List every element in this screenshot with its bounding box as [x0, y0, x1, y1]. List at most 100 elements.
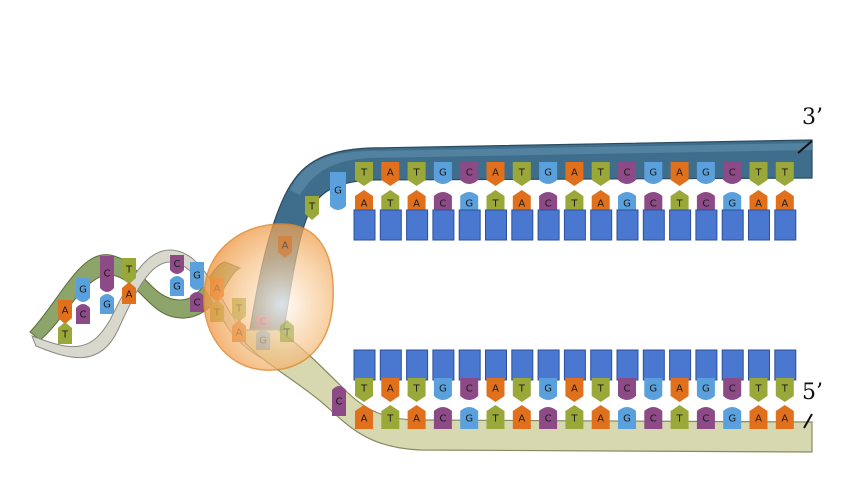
bottom-template-base-2-letter: A — [413, 414, 420, 425]
bottom-new-base-10-shape — [618, 378, 636, 400]
top-paired-base-16-shape — [775, 190, 794, 214]
top-paired-base-6: A — [512, 190, 531, 214]
bottom-template-base-4-letter: G — [465, 414, 473, 425]
top-template-base-0-shape — [355, 162, 373, 186]
bottom-template-base-7: C — [539, 407, 558, 429]
bottom-template-base-6-letter: A — [518, 414, 525, 425]
top-template-base-12-shape — [670, 162, 689, 186]
bottom-template-base-5: T — [486, 405, 505, 429]
bottom-new-base-6: T — [512, 378, 531, 402]
bottom-template-base-15-letter: A — [755, 414, 762, 425]
helix-top-base-3: T — [122, 258, 136, 284]
top-template-base-7: G — [539, 162, 558, 184]
top-template-base-13-letter: G — [702, 168, 710, 179]
bottom-new-base-7-letter: G — [544, 384, 552, 395]
top-new-strand-block-2 — [406, 209, 429, 241]
bottom-new-base-5-shape — [486, 378, 505, 402]
top-paired-base-8: T — [565, 190, 584, 214]
top-paired-base-1: T — [381, 190, 400, 214]
bottom-template-base-3-shape — [433, 407, 452, 429]
top-backbone-highlight — [290, 143, 812, 195]
top-template-base-9-shape — [591, 162, 610, 186]
top-paired-base-4-letter: G — [465, 199, 473, 210]
helix-top-base-5: G — [190, 262, 204, 290]
top-paired-base-8-shape — [565, 190, 584, 214]
top-paired-base-5-shape — [486, 190, 505, 214]
top-template-base-0: T — [355, 162, 373, 186]
top-template-base-11-shape — [644, 162, 663, 184]
top-paired-base-2: A — [407, 190, 426, 214]
enzyme-base-1: T — [280, 320, 294, 342]
top-paired-base-16-letter: A — [781, 199, 788, 210]
top-new-strand-block-1 — [379, 209, 402, 241]
top-template-base-7-shape — [539, 162, 558, 184]
bottom-new-base-9: T — [591, 378, 610, 402]
bottom-new-base-5: A — [486, 378, 505, 402]
bottom-new-base-13-letter: G — [702, 384, 710, 395]
fork-top-base-0-shape — [330, 172, 346, 210]
top-paired-base-5-letter: T — [491, 199, 499, 210]
bottom-new-strand-block-14 — [721, 349, 744, 381]
bottom-template-base-14: G — [723, 407, 742, 429]
bottom-template-base-10-shape — [618, 407, 636, 429]
top-template-base-7-letter: G — [544, 168, 552, 179]
top-template-base-15: T — [749, 162, 768, 186]
top-template-base-1-shape — [381, 162, 400, 186]
bottom-new-strand-block-9 — [590, 349, 613, 381]
top-paired-base-2-letter: A — [413, 199, 420, 210]
top-paired-base-3: C — [433, 192, 452, 214]
bottom-template-base-5-letter: T — [491, 414, 499, 425]
bottom-template-base-2: A — [407, 405, 426, 429]
top-template-base-11: G — [644, 162, 663, 184]
top-paired-base-0: A — [355, 190, 373, 214]
bottom-template-base-12-letter: T — [676, 414, 684, 425]
helix-bottom-base-2: G — [100, 294, 114, 314]
top-template-base-3-shape — [433, 162, 452, 184]
top-paired-base-9-letter: A — [597, 199, 604, 210]
top-template-base-2-shape — [407, 162, 426, 186]
top-paired-base-0-letter: A — [361, 199, 368, 210]
bottom-template-base-12-shape — [670, 405, 689, 429]
top-paired-base-11-letter: C — [650, 199, 657, 210]
top-paired-base-2-shape — [407, 190, 426, 214]
helix-bottom-base-1-letter: C — [80, 310, 87, 321]
bottom-template-base-7-shape — [539, 407, 558, 429]
top-template-base-10: C — [618, 162, 636, 184]
top-paired-base-0-shape — [355, 190, 373, 214]
top-paired-base-3-letter: C — [439, 199, 446, 210]
fork-top-base-0: G — [330, 172, 346, 210]
bottom-template-base-13-shape — [696, 407, 715, 429]
top-new-strand-block-0 — [353, 209, 376, 241]
bottom-template-base-11: C — [644, 407, 663, 429]
bottom-new-base-12-shape — [670, 378, 689, 402]
top-paired-base-12: T — [670, 190, 689, 214]
bottom-template-base-14-shape — [723, 407, 742, 429]
top-paired-base-10-letter: G — [623, 199, 631, 210]
top-paired-base-16: A — [775, 190, 794, 214]
top-template-base-11-letter: G — [649, 168, 657, 179]
helix-bottom-base-0-shape — [58, 322, 72, 344]
top-template-base-12-letter: A — [676, 168, 683, 179]
bottom-new-base-11-shape — [644, 378, 663, 400]
enzyme-base-0-letter: A — [282, 241, 289, 252]
helix-top-base-1-shape — [76, 278, 90, 302]
top-template-base-10-letter: C — [624, 168, 631, 179]
bottom-template-base-16: A — [775, 405, 794, 429]
bottom-template-base-8: T — [565, 405, 584, 429]
top-template-base-5-letter: A — [492, 168, 499, 179]
helix-top-base-5-letter: G — [193, 271, 201, 282]
bottom-template-base-5-shape — [486, 405, 505, 429]
bottom-new-base-1: A — [381, 378, 400, 402]
five-prime-label: 5’ — [802, 380, 823, 405]
bottom-new-base-15-letter: T — [754, 384, 762, 395]
five-prime-tick — [803, 413, 813, 429]
top-new-strand-block-3 — [432, 209, 455, 241]
top-template-base-14: C — [723, 162, 742, 184]
fork-bottom-base-0-letter: C — [336, 397, 343, 408]
fork-top-base-1-shape — [305, 196, 319, 220]
helix-bottom-base-5-shape — [190, 292, 204, 312]
three-prime-tick — [797, 140, 813, 154]
bottom-template-base-8-shape — [565, 405, 584, 429]
bottom-new-base-4-shape — [460, 378, 479, 400]
